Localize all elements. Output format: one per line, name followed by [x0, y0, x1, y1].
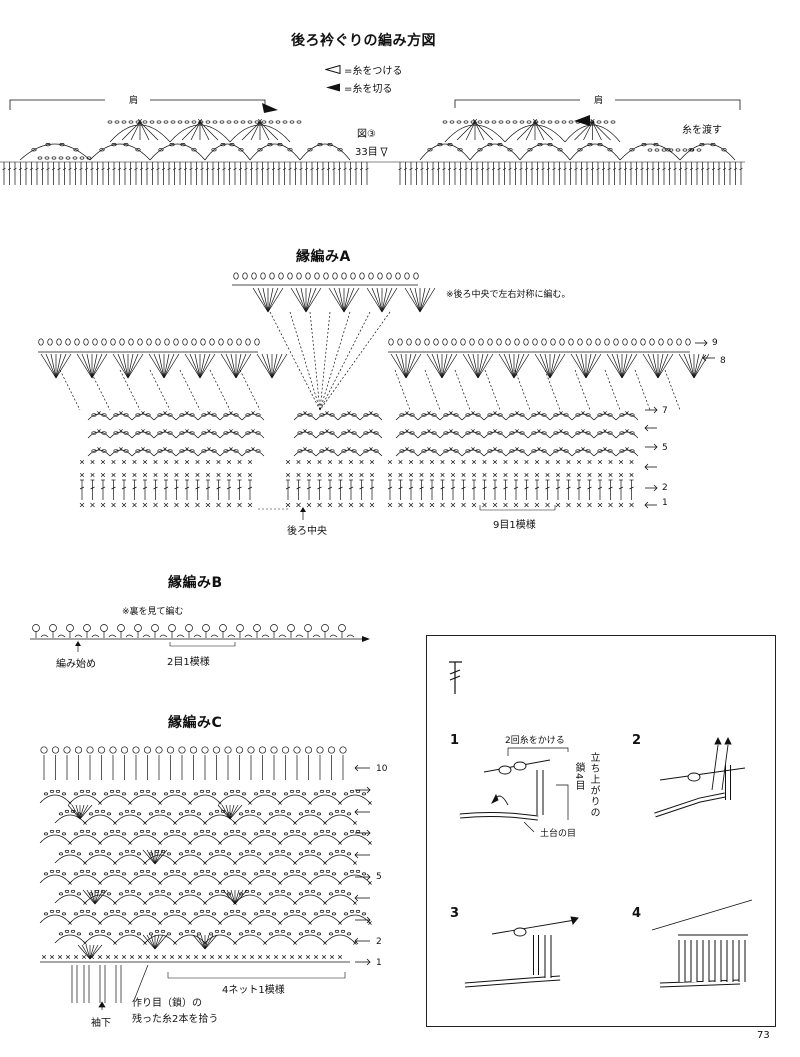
border-a-row-5: 5: [662, 443, 668, 453]
border-c-row-2: 2: [376, 937, 382, 947]
legend-row-cut: =糸を切る: [325, 80, 402, 95]
border-c-cuff-label: 袖下: [91, 1018, 111, 1029]
treble-crochet-symbol: [449, 661, 462, 694]
stitch-count: 33目: [355, 147, 378, 158]
border-a-note: ※後ろ中央で左右対称に編む。: [446, 290, 571, 300]
cut-yarn-icon: [326, 83, 340, 92]
border-a-row-9: 9: [712, 338, 718, 348]
yarn-over-twice-label: 2回糸をかける: [505, 736, 565, 746]
border-a-center-label: 後ろ中央: [287, 526, 327, 537]
border-c-title: 縁編みC: [168, 715, 223, 731]
border-a-chart: [38, 272, 715, 520]
pickup-note-line1: 作り目（鎖）の: [132, 998, 202, 1009]
border-c-repeat-label: 4ネット1模様: [222, 985, 285, 996]
border-c-row-10: 10: [376, 764, 388, 774]
howto-frame: [426, 635, 776, 1027]
step-1-number: 1: [450, 733, 460, 748]
legend-attach-label: =糸をつける: [344, 66, 403, 77]
border-b-repeat-label: 2目1模様: [167, 657, 210, 668]
page-number: 73: [757, 1030, 770, 1041]
border-b-title: 縁編みB: [168, 575, 223, 591]
chain-count-label: 鎖4目: [573, 762, 584, 792]
back-neck-chart: [0, 99, 745, 185]
figure-ref: 図③: [357, 129, 376, 140]
border-c-pickup-note: 作り目（鎖）の 残った糸2本を拾う: [132, 996, 218, 1028]
border-a-row-8: 8: [720, 356, 726, 366]
border-b-chart: [30, 624, 370, 652]
carry-yarn-label: 糸を渡す: [682, 125, 722, 136]
step-2-number: 2: [632, 733, 642, 748]
legend-row-attach: =糸をつける: [325, 62, 402, 77]
border-a-row-1: 1: [662, 498, 668, 508]
border-c-row-5: 5: [376, 872, 382, 882]
back-neck-title: 後ろ衿ぐりの編み方図: [291, 33, 436, 49]
turning-chain-label: 立ち上がりの: [588, 752, 599, 818]
legend: =糸をつける =糸を切る: [325, 62, 402, 95]
pickup-note-line2: 残った糸2本を拾う: [132, 1014, 219, 1025]
border-a-row-7: 7: [662, 406, 668, 416]
legend-cut-label: =糸を切る: [344, 84, 393, 95]
border-a-repeat-label: 9目1模様: [493, 520, 536, 531]
border-b-start-label: 編み始め: [56, 659, 96, 670]
border-c-row-1: 1: [376, 958, 382, 968]
shoulder-right-label: 肩: [591, 93, 607, 106]
shoulder-left-label: 肩: [126, 93, 142, 106]
border-a-row-2: 2: [662, 483, 668, 493]
step-4-number: 4: [632, 906, 642, 921]
border-a-title: 縁編みA: [296, 249, 351, 265]
attach-yarn-icon: [325, 65, 341, 74]
step-3-number: 3: [450, 906, 460, 921]
foundation-label: 土台の目: [540, 829, 577, 839]
border-b-note: ※裏を見て編む: [122, 607, 184, 617]
